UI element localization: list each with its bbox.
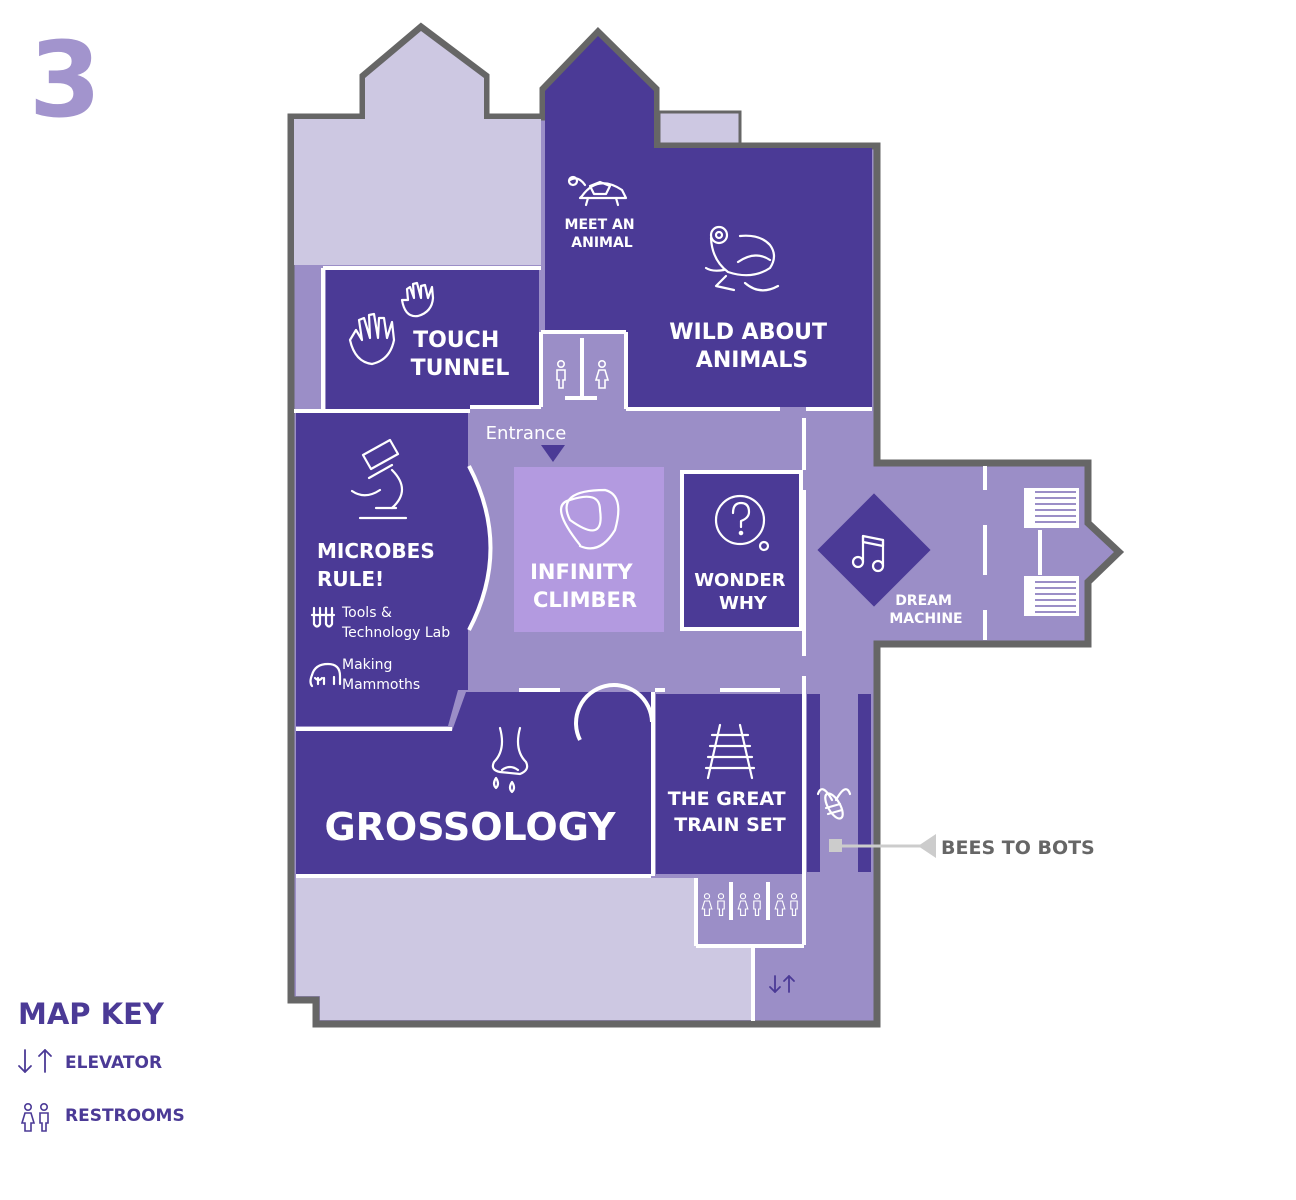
elevator-icon[interactable] [769, 975, 795, 993]
microscope-icon [350, 438, 408, 520]
grossology-label: GROSSOLOGY [324, 805, 616, 849]
tools-lab-label: Tools & Technology Lab [341, 605, 450, 641]
microbes-rule-label: MICROBES RULE! [317, 539, 442, 591]
stairs [1024, 488, 1079, 616]
room-infinity-climber[interactable] [514, 467, 664, 632]
room-microbes-rule[interactable] [296, 413, 490, 726]
music-note-icon [851, 534, 885, 573]
entrance-marker [541, 445, 565, 462]
turtle-icon [567, 175, 628, 207]
map-key: MAP KEY ELEVATOR RESTROOMS [18, 997, 185, 1132]
map-key-restrooms-label: RESTROOMS [65, 1106, 185, 1126]
question-icon [714, 494, 770, 552]
infinity-climber-label: INFINITY CLIMBER [530, 560, 640, 612]
dream-machine-label: DREAM MACHINE [889, 593, 962, 627]
interior-walls [294, 266, 1042, 1021]
room-wonder-why[interactable] [680, 470, 803, 631]
wild-about-animals-label: WILD ABOUT ANIMALS [669, 320, 834, 373]
wonder-why-label: WONDER WHY [694, 570, 792, 614]
bees-to-bots-pointer [829, 834, 936, 858]
floor-number: 3 [29, 19, 101, 141]
restroom-icon [21, 1103, 49, 1132]
room-grossology[interactable] [296, 692, 651, 874]
frog-icon [704, 225, 780, 292]
mammoth-icon [309, 662, 342, 688]
test-tubes-icon [310, 606, 336, 628]
train-track-icon [704, 723, 756, 780]
bee-icon [816, 788, 852, 820]
climber-icon [560, 488, 620, 550]
bees-to-bots-label: BEES TO BOTS [941, 837, 1095, 859]
map-key-title: MAP KEY [18, 997, 165, 1031]
making-mammoths-label: Making Mammoths [342, 657, 420, 693]
great-train-set-label: THE GREAT TRAIN SET [668, 788, 792, 836]
storage-areas [294, 31, 751, 1020]
meet-an-animal-label: MEET AN ANIMAL [565, 217, 640, 251]
hands-icon [348, 281, 435, 366]
entrance-label: Entrance [486, 423, 567, 444]
map-key-elevator-label: ELEVATOR [65, 1053, 162, 1073]
room-great-train-set[interactable] [656, 694, 802, 874]
room-wild-about-animals[interactable] [545, 36, 872, 407]
touch-tunnel-label: TOUCH TUNNEL [411, 328, 510, 381]
elevator-icon [18, 1049, 52, 1073]
nose-icon [491, 726, 529, 794]
